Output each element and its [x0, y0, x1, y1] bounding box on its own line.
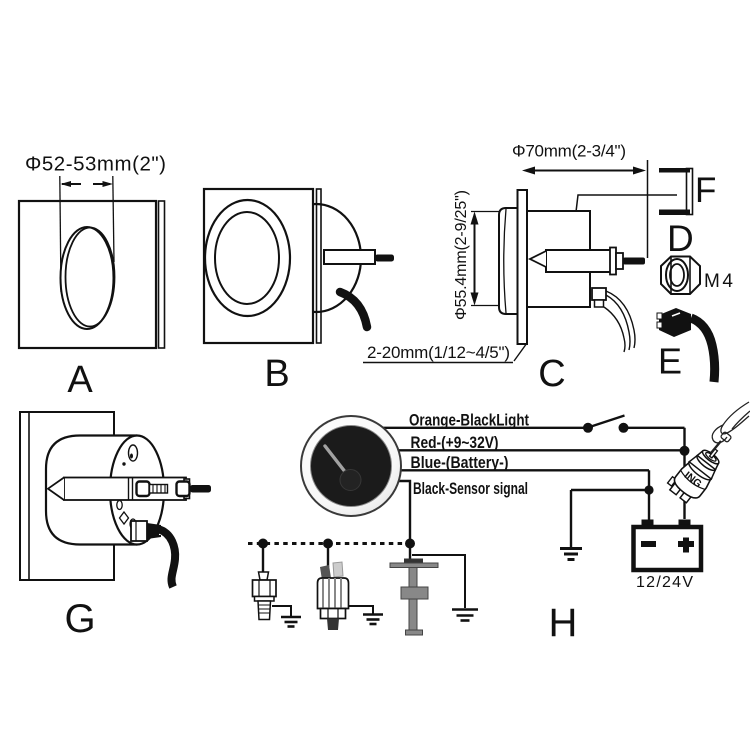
svg-text:Φ55.4mm(2-9/25"): Φ55.4mm(2-9/25"): [453, 190, 470, 320]
svg-text:E: E: [658, 341, 682, 382]
svg-text:A: A: [67, 359, 93, 401]
svg-text:Φ52-53mm(2"): Φ52-53mm(2"): [25, 153, 166, 176]
svg-text:G: G: [64, 597, 95, 641]
svg-text:C: C: [538, 353, 565, 395]
svg-text:Blue-(Battery-): Blue-(Battery-): [411, 454, 509, 472]
svg-text:F: F: [695, 171, 716, 210]
svg-text:Orange-BlackLight: Orange-BlackLight: [409, 411, 529, 429]
svg-text:H: H: [549, 601, 578, 645]
svg-text:Φ70mm(2-3/4"): Φ70mm(2-3/4"): [512, 142, 626, 161]
svg-text:B: B: [264, 353, 289, 395]
svg-text:2-20mm(1/12~4/5"): 2-20mm(1/12~4/5"): [367, 343, 510, 362]
svg-text:12/24V: 12/24V: [636, 574, 693, 591]
svg-text:Black-Sensor signal: Black-Sensor signal: [413, 480, 528, 498]
svg-text:M4: M4: [704, 271, 733, 292]
svg-text:D: D: [667, 218, 694, 259]
svg-text:Red-(+9~32V): Red-(+9~32V): [411, 434, 499, 452]
